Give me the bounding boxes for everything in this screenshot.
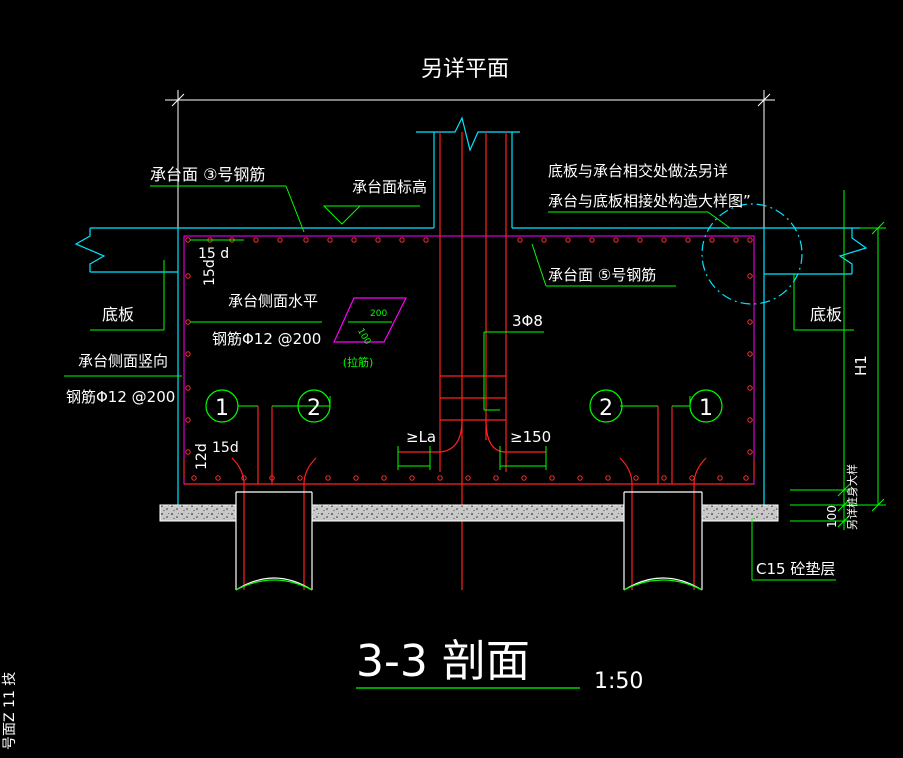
note-line-2: 承台与底板相接处构造大样图”: [548, 192, 751, 210]
pad-label: C15 砼垫层: [756, 560, 835, 578]
scale-label: 1:50: [594, 669, 643, 694]
detail-circle: [701, 203, 803, 305]
cover-line: [183, 235, 755, 485]
right-dimension: [790, 190, 886, 530]
stirrup-label: 3Φ8: [512, 312, 543, 330]
note-line-1: 底板与承台相交处做法另详: [548, 162, 728, 180]
side-h-line-1: 承台侧面水平: [228, 292, 318, 310]
side-v-line-1: 承台侧面竖向: [78, 352, 168, 370]
hook-15d-bot: 15d: [212, 440, 239, 456]
tie-dim-100: 100: [355, 327, 372, 347]
side-h-line-2: 钢筋Φ12 @200: [212, 330, 321, 348]
left-edge-fragment: 号面Z 11 技: [2, 672, 18, 750]
bubble-1-right: 1: [699, 396, 713, 421]
tie-note: (拉筋): [343, 355, 374, 369]
concrete-pad: [159, 504, 779, 522]
top-dimension: [165, 90, 775, 228]
section-title: 3-3 剖面: [356, 636, 530, 687]
bubble-2-left: 2: [307, 396, 321, 421]
hook-12d: 12d: [194, 443, 210, 470]
dim-h: H1: [852, 355, 870, 376]
hook-15d-top: 15 d: [198, 246, 229, 262]
tie-bar: [333, 297, 407, 343]
right-callout: 承台面 ⑤号钢筋: [548, 266, 656, 284]
anchor-label: ≥La: [406, 428, 436, 446]
side-v-line-2: 钢筋Φ12 @200: [66, 388, 175, 406]
floor-right: 底板: [810, 305, 842, 324]
elev-label: 承台面标高: [352, 178, 427, 196]
hook-15d-top-v: 15d: [202, 259, 218, 286]
rebar-dots: [185, 237, 753, 481]
bubble-1-left: 1: [215, 396, 229, 421]
dim-side-note: 另详桩身大样: [845, 464, 859, 530]
left-callout: 承台面 ③号钢筋: [150, 165, 265, 184]
ge150-label: ≥150: [510, 428, 551, 446]
dim-100: 100: [825, 505, 839, 528]
tie-dim-200: 200: [370, 309, 387, 319]
floor-left: 底板: [102, 305, 134, 324]
bubbles: [205, 389, 723, 423]
pile-cap-outline: [74, 116, 868, 505]
bubble-2-right: 2: [599, 396, 613, 421]
pile-arcs: [235, 579, 703, 591]
top-label: 另详平面: [421, 57, 509, 82]
